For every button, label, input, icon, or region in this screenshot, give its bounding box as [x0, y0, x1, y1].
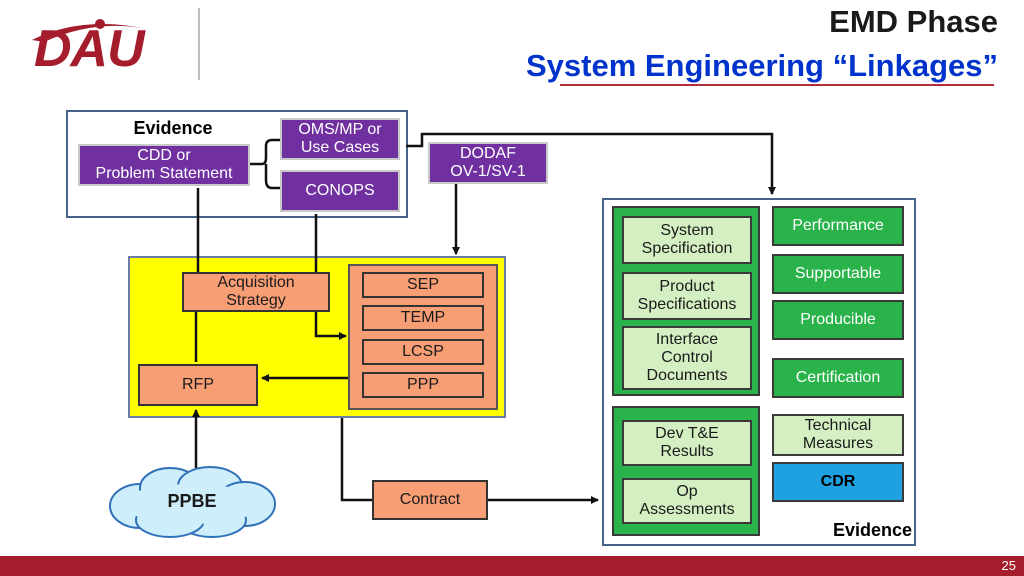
page-title: EMD Phase [829, 4, 998, 39]
cdr-box: CDR [772, 462, 904, 502]
page-number: 25 [1001, 558, 1016, 573]
certification-box: Certification [772, 358, 904, 398]
dev-te-results-box: Dev T&E Results [622, 420, 752, 466]
temp-box: TEMP [362, 305, 484, 331]
oms-box: OMS/MP or Use Cases [280, 118, 400, 160]
cloud-icon [109, 466, 276, 538]
performance-box: Performance [772, 206, 904, 246]
interface-control-documents-box: Interface Control Documents [622, 326, 752, 390]
brace-to-oms [250, 138, 280, 166]
lcsp-box: LCSP [362, 339, 484, 365]
supportable-box: Supportable [772, 254, 904, 294]
acquisition-strategy-box: Acquisition Strategy [182, 272, 330, 312]
system-specification-box: System Specification [622, 216, 752, 264]
line-to-contract [340, 418, 372, 502]
header-rule [560, 84, 994, 86]
evidence-right-label: Evidence [832, 520, 912, 540]
logo-text: DAU [34, 20, 145, 78]
dau-logo-graphic [32, 19, 142, 42]
contract-box: Contract [372, 480, 488, 520]
brace-to-conops [264, 164, 280, 190]
ppbe-cloud: PPBE [100, 464, 284, 540]
line-to-right-evidence [406, 132, 776, 195]
dau-logo: DAU [30, 12, 180, 78]
cdd-box: CDD or Problem Statement [78, 144, 250, 186]
product-specifications-box: Product Specifications [622, 272, 752, 320]
footer-bar [0, 556, 1024, 576]
dodaf-box: DODAF OV-1/SV-1 [428, 142, 548, 184]
header-divider [198, 8, 200, 80]
sep-box: SEP [362, 272, 484, 298]
ppp-box: PPP [362, 372, 484, 398]
evidence-top-label: Evidence [133, 118, 213, 138]
page-subtitle: System Engineering “Linkages” [525, 48, 998, 83]
op-assessments-box: Op Assessments [622, 478, 752, 524]
ppbe-label: PPBE [167, 490, 217, 511]
conops-box: CONOPS [280, 170, 400, 212]
technical-measures-box: Technical Measures [772, 414, 904, 456]
producible-box: Producible [772, 300, 904, 340]
rfp-box: RFP [138, 364, 258, 406]
line-to-plans [314, 214, 347, 340]
